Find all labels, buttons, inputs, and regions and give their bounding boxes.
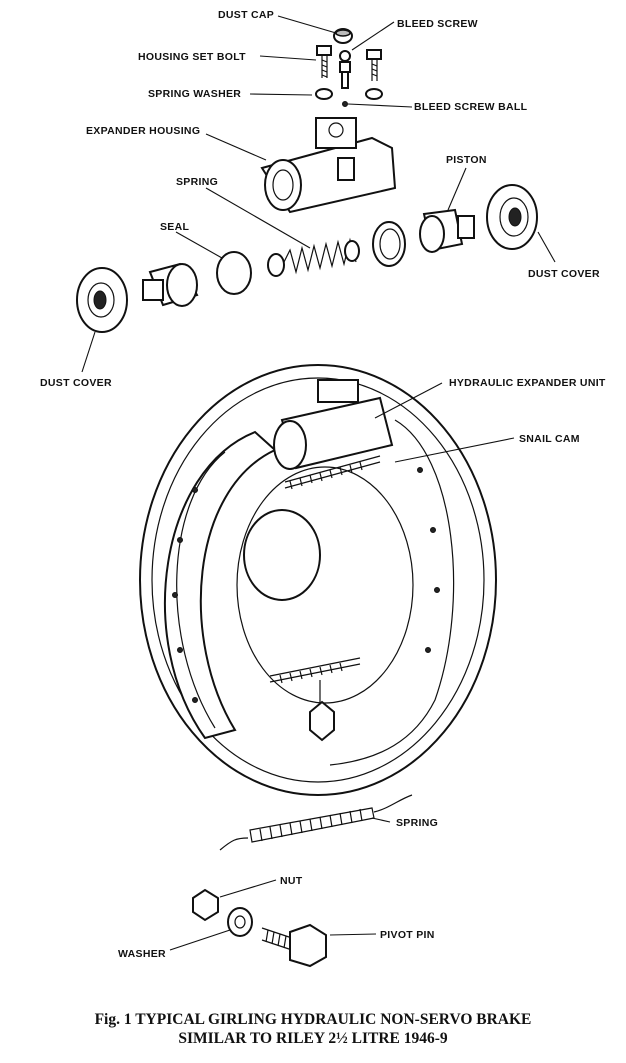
label-spring-bottom: SPRING — [396, 817, 438, 829]
leader-housing-set-bolt — [259, 55, 317, 61]
label-bleed-screw: BLEED SCREW — [397, 18, 478, 30]
bleed-screw-part — [339, 50, 351, 89]
dust-cap-part — [333, 28, 353, 44]
leader-pivot-pin — [329, 933, 377, 936]
label-seal: SEAL — [160, 221, 189, 233]
label-spring-washer: SPRING WASHER — [148, 88, 241, 100]
label-hydraulic-expander-unit: HYDRAULIC EXPANDER UNIT — [449, 377, 606, 389]
expander-unit-assembly — [273, 379, 394, 470]
label-piston: PISTON — [446, 154, 487, 166]
label-nut: NUT — [280, 875, 303, 887]
pull-off-spring-upper — [284, 455, 381, 490]
piston-left-part — [142, 262, 199, 307]
label-dust-cover-right: DUST COVER — [528, 268, 600, 280]
piston-part — [419, 208, 475, 253]
caption-line-1: Fig. 1 TYPICAL GIRLING HYDRAULIC NON-SER… — [94, 1011, 532, 1028]
figure-caption: Fig. 1 TYPICAL GIRLING HYDRAULIC NON-SER… — [0, 1010, 626, 1048]
leader-hydraulic-expander-unit — [374, 382, 443, 419]
leader-nut — [219, 879, 277, 898]
leader-seal — [175, 231, 223, 259]
washer-part — [227, 907, 253, 937]
leader-washer — [169, 929, 231, 951]
brake-shoe-left — [164, 430, 277, 740]
bleed-screw-ball-part — [342, 101, 348, 107]
label-pivot-pin: PIVOT PIN — [380, 929, 435, 941]
leader-bleed-screw — [351, 21, 395, 51]
dust-cover-right-part — [486, 184, 538, 250]
leader-dust-cover-right — [537, 231, 556, 263]
pivot-pin-part — [261, 923, 327, 968]
expander-housing-part — [260, 117, 397, 214]
housing-set-bolt-right — [366, 49, 382, 81]
leader-spring-washer — [249, 93, 313, 96]
spring-top-part — [267, 237, 360, 277]
dust-cover-left-part — [76, 267, 128, 333]
housing-set-bolt-left — [316, 45, 332, 78]
leader-snail-cam — [394, 437, 515, 463]
label-expander-housing: EXPANDER HOUSING — [86, 125, 200, 137]
nut-part — [192, 888, 219, 922]
leader-piston — [447, 167, 467, 211]
leader-spring-bottom — [371, 817, 391, 823]
spring-bottom-part — [219, 794, 413, 851]
label-spring-top: SPRING — [176, 176, 218, 188]
pull-off-spring-lower — [269, 657, 361, 684]
leader-bleed-screw-ball — [347, 103, 413, 108]
label-dust-cap: DUST CAP — [218, 9, 274, 21]
caption-line-2: SIMILAR TO RILEY 2½ LITRE 1946-9 — [178, 1030, 448, 1047]
leader-dust-cover-left — [81, 331, 96, 373]
leader-spring-top — [205, 187, 311, 249]
label-washer: WASHER — [118, 948, 166, 960]
label-housing-set-bolt: HOUSING SET BOLT — [138, 51, 246, 63]
seal-part — [216, 251, 252, 295]
label-snail-cam: SNAIL CAM — [519, 433, 580, 445]
piston-seal-ring — [372, 221, 406, 267]
leader-expander-housing — [205, 133, 267, 161]
adjuster-nut — [309, 680, 335, 742]
label-dust-cover-left: DUST COVER — [40, 377, 112, 389]
leader-dust-cap — [277, 15, 337, 34]
brake-shoe-right — [329, 419, 455, 766]
spring-washers — [315, 88, 383, 100]
label-bleed-screw-ball: BLEED SCREW BALL — [414, 101, 528, 113]
